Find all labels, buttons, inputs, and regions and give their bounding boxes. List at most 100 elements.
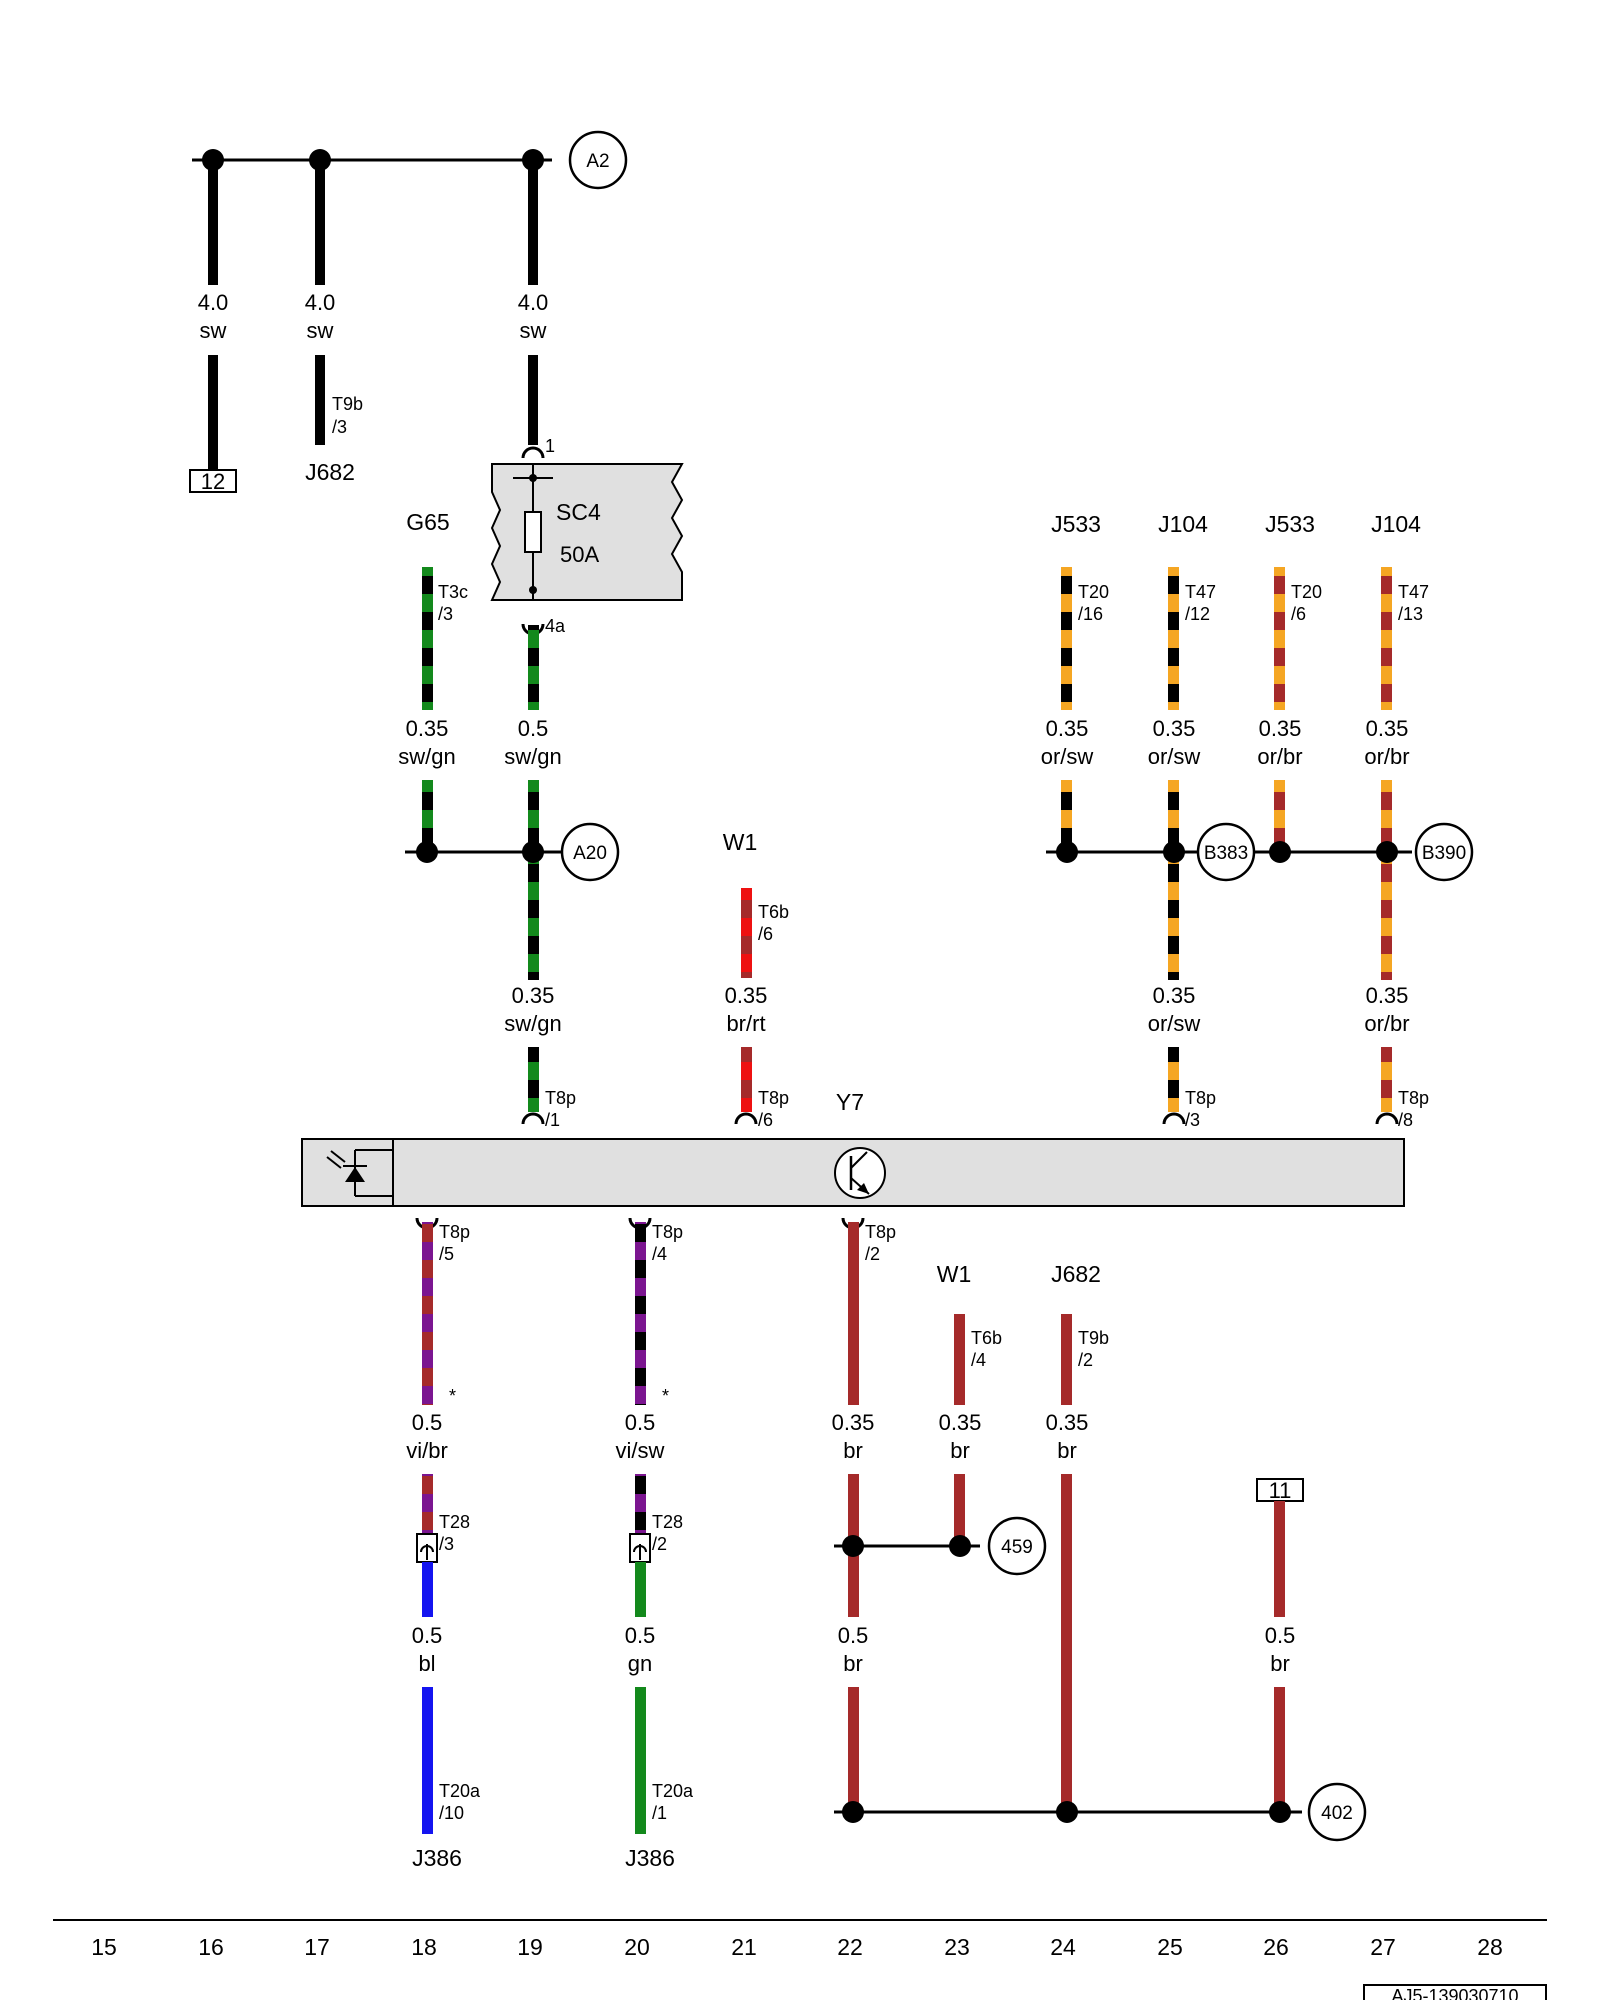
component-label-j533: J533: [1265, 511, 1315, 537]
wire-col23: W1 T6b /4 0.35 br: [937, 1261, 1002, 1546]
wire-color: or/br: [1257, 744, 1302, 769]
component-y7: Y7: [301, 1089, 1405, 1207]
wire-color: vi/sw: [616, 1438, 665, 1463]
wire-gauge: 0.35: [939, 1410, 982, 1435]
pin-label: T8p: [1185, 1088, 1216, 1108]
connector-a20-label: A20: [573, 843, 607, 864]
pin-label: T8p: [545, 1088, 576, 1108]
pin-label: T8p: [1398, 1088, 1429, 1108]
pin-label: T8p: [652, 1222, 683, 1242]
wire-color: or/br: [1364, 744, 1409, 769]
fuse-sc4: SC4 50A: [490, 463, 684, 601]
terminal-box-12: 12: [201, 469, 225, 494]
wire-gauge: 0.35: [1366, 716, 1409, 741]
wire-col20-lower: T8p /4 * 0.5 vi/sw T28 /2 0.5 gn T20a /1…: [616, 1217, 694, 1871]
wire-gauge: 0.5: [412, 1410, 443, 1435]
pin-label: /3: [332, 417, 347, 437]
wire-color: sw/gn: [504, 1011, 561, 1036]
wire-gauge: 0.35: [1366, 983, 1409, 1008]
bus-a2: A2: [192, 130, 628, 190]
wire-gauge: 0.5: [625, 1623, 656, 1648]
pin-label: /3: [1185, 1110, 1200, 1130]
pin-label: /12: [1185, 604, 1210, 624]
component-label-y7: Y7: [836, 1089, 864, 1115]
wire-color: or/sw: [1148, 744, 1201, 769]
component-label-j104: J104: [1158, 511, 1208, 537]
wire-color: sw/gn: [398, 744, 455, 769]
component-label-j386: J386: [412, 1845, 462, 1871]
pin-label: /1: [545, 1110, 560, 1130]
wire-color: or/br: [1364, 1011, 1409, 1036]
pin-label: T9b: [332, 394, 363, 414]
wire-color: br/rt: [726, 1011, 765, 1036]
pin-label: /16: [1078, 604, 1103, 624]
column-number: 26: [1263, 1934, 1289, 1960]
wire-color: or/sw: [1041, 744, 1094, 769]
column-number: 15: [91, 1934, 117, 1960]
pin-label: /3: [438, 604, 453, 624]
wire-color: br: [843, 1651, 863, 1676]
component-label-j682: J682: [305, 459, 355, 485]
wire-gauge: 4.0: [518, 290, 549, 315]
pin-label: T3c: [438, 582, 468, 602]
pin-label: T28: [652, 1512, 683, 1532]
wire-col18-lower: T8p /5 * 0.5 vi/br T28 /3 0.5 bl T20a /1…: [406, 1217, 481, 1871]
terminal-box-11: 11: [1269, 1478, 1292, 1503]
component-label-sc4: SC4: [556, 499, 601, 525]
wire-col19-lower: 0.35 sw/gn T8p /1: [504, 983, 576, 1130]
pin-label: T8p: [439, 1222, 470, 1242]
pin-label: /4: [971, 1350, 986, 1370]
component-label-j533: J533: [1051, 511, 1101, 537]
wire-color: br: [1057, 1438, 1077, 1463]
component-label-w1: W1: [723, 829, 758, 855]
column-number: 21: [731, 1934, 757, 1960]
transistor-icon: [834, 1147, 886, 1199]
drawing-id-text: AJ5-139030710: [1391, 1986, 1518, 2000]
wire-color: sw: [200, 318, 227, 343]
pin-label: T47: [1398, 582, 1429, 602]
column-number: 28: [1477, 1934, 1503, 1960]
pin-label: T8p: [865, 1222, 896, 1242]
pin-label: /13: [1398, 604, 1423, 624]
wire-gauge: 0.5: [1265, 1623, 1296, 1648]
drawing-id: AJ5-139030710: [1363, 1984, 1547, 2000]
wire-col17: 4.0 sw T9b /3 J682: [305, 160, 363, 485]
junction-b383-b390: B383 B390: [1046, 822, 1474, 882]
column-number: 19: [517, 1934, 543, 1960]
wire-gauge: 4.0: [198, 290, 229, 315]
wire-gauge: 0.35: [512, 983, 555, 1008]
column-number: 20: [624, 1934, 650, 1960]
pin-label: T20a: [652, 1781, 694, 1801]
pin-label: /8: [1398, 1110, 1413, 1130]
pin-label: /6: [758, 1110, 773, 1130]
wire-group-right-lower: 0.35 or/sw T8p /3 0.35 or/br T8p /8: [1148, 983, 1429, 1130]
connector-b390-label: B390: [1422, 843, 1466, 864]
wire-col21: W1 T6b /6 0.35 br/rt T8p /6: [723, 829, 789, 1130]
pin-label: /2: [1078, 1350, 1093, 1370]
pin-label: /4: [652, 1244, 667, 1264]
wire-color: or/sw: [1148, 1011, 1201, 1036]
pin-label: /10: [439, 1803, 464, 1823]
pin-label: 1: [545, 436, 555, 456]
wire-gauge: 0.35: [1046, 1410, 1089, 1435]
wire-col18-upper: G65 T3c /3 0.35 sw/gn: [398, 509, 468, 852]
column-number: 16: [198, 1934, 224, 1960]
wire-gauge: 0.5: [518, 716, 549, 741]
pin-label: /3: [439, 1534, 454, 1554]
pin-label: T6b: [758, 902, 789, 922]
component-label-j386: J386: [625, 1845, 675, 1871]
junction-402: 402: [834, 1782, 1367, 1842]
wire-color: sw: [520, 318, 547, 343]
marker-star: *: [662, 1386, 669, 1406]
column-ruler: 15 16 17 18 19 20 21 22 23 24 25 26 27 2…: [53, 1919, 1547, 1960]
wire-group-right-upper: J533 J104 J533 J104 T20 /16 0.35 or/sw T…: [1041, 511, 1429, 980]
wire-color: br: [950, 1438, 970, 1463]
component-label-j104: J104: [1371, 511, 1421, 537]
pin-label: /6: [758, 924, 773, 944]
wire-gauge: 0.35: [725, 983, 768, 1008]
wire-gauge: 0.35: [1153, 983, 1196, 1008]
pin-label: T8p: [758, 1088, 789, 1108]
wire-gauge: 0.35: [832, 1410, 875, 1435]
column-number: 22: [837, 1934, 863, 1960]
